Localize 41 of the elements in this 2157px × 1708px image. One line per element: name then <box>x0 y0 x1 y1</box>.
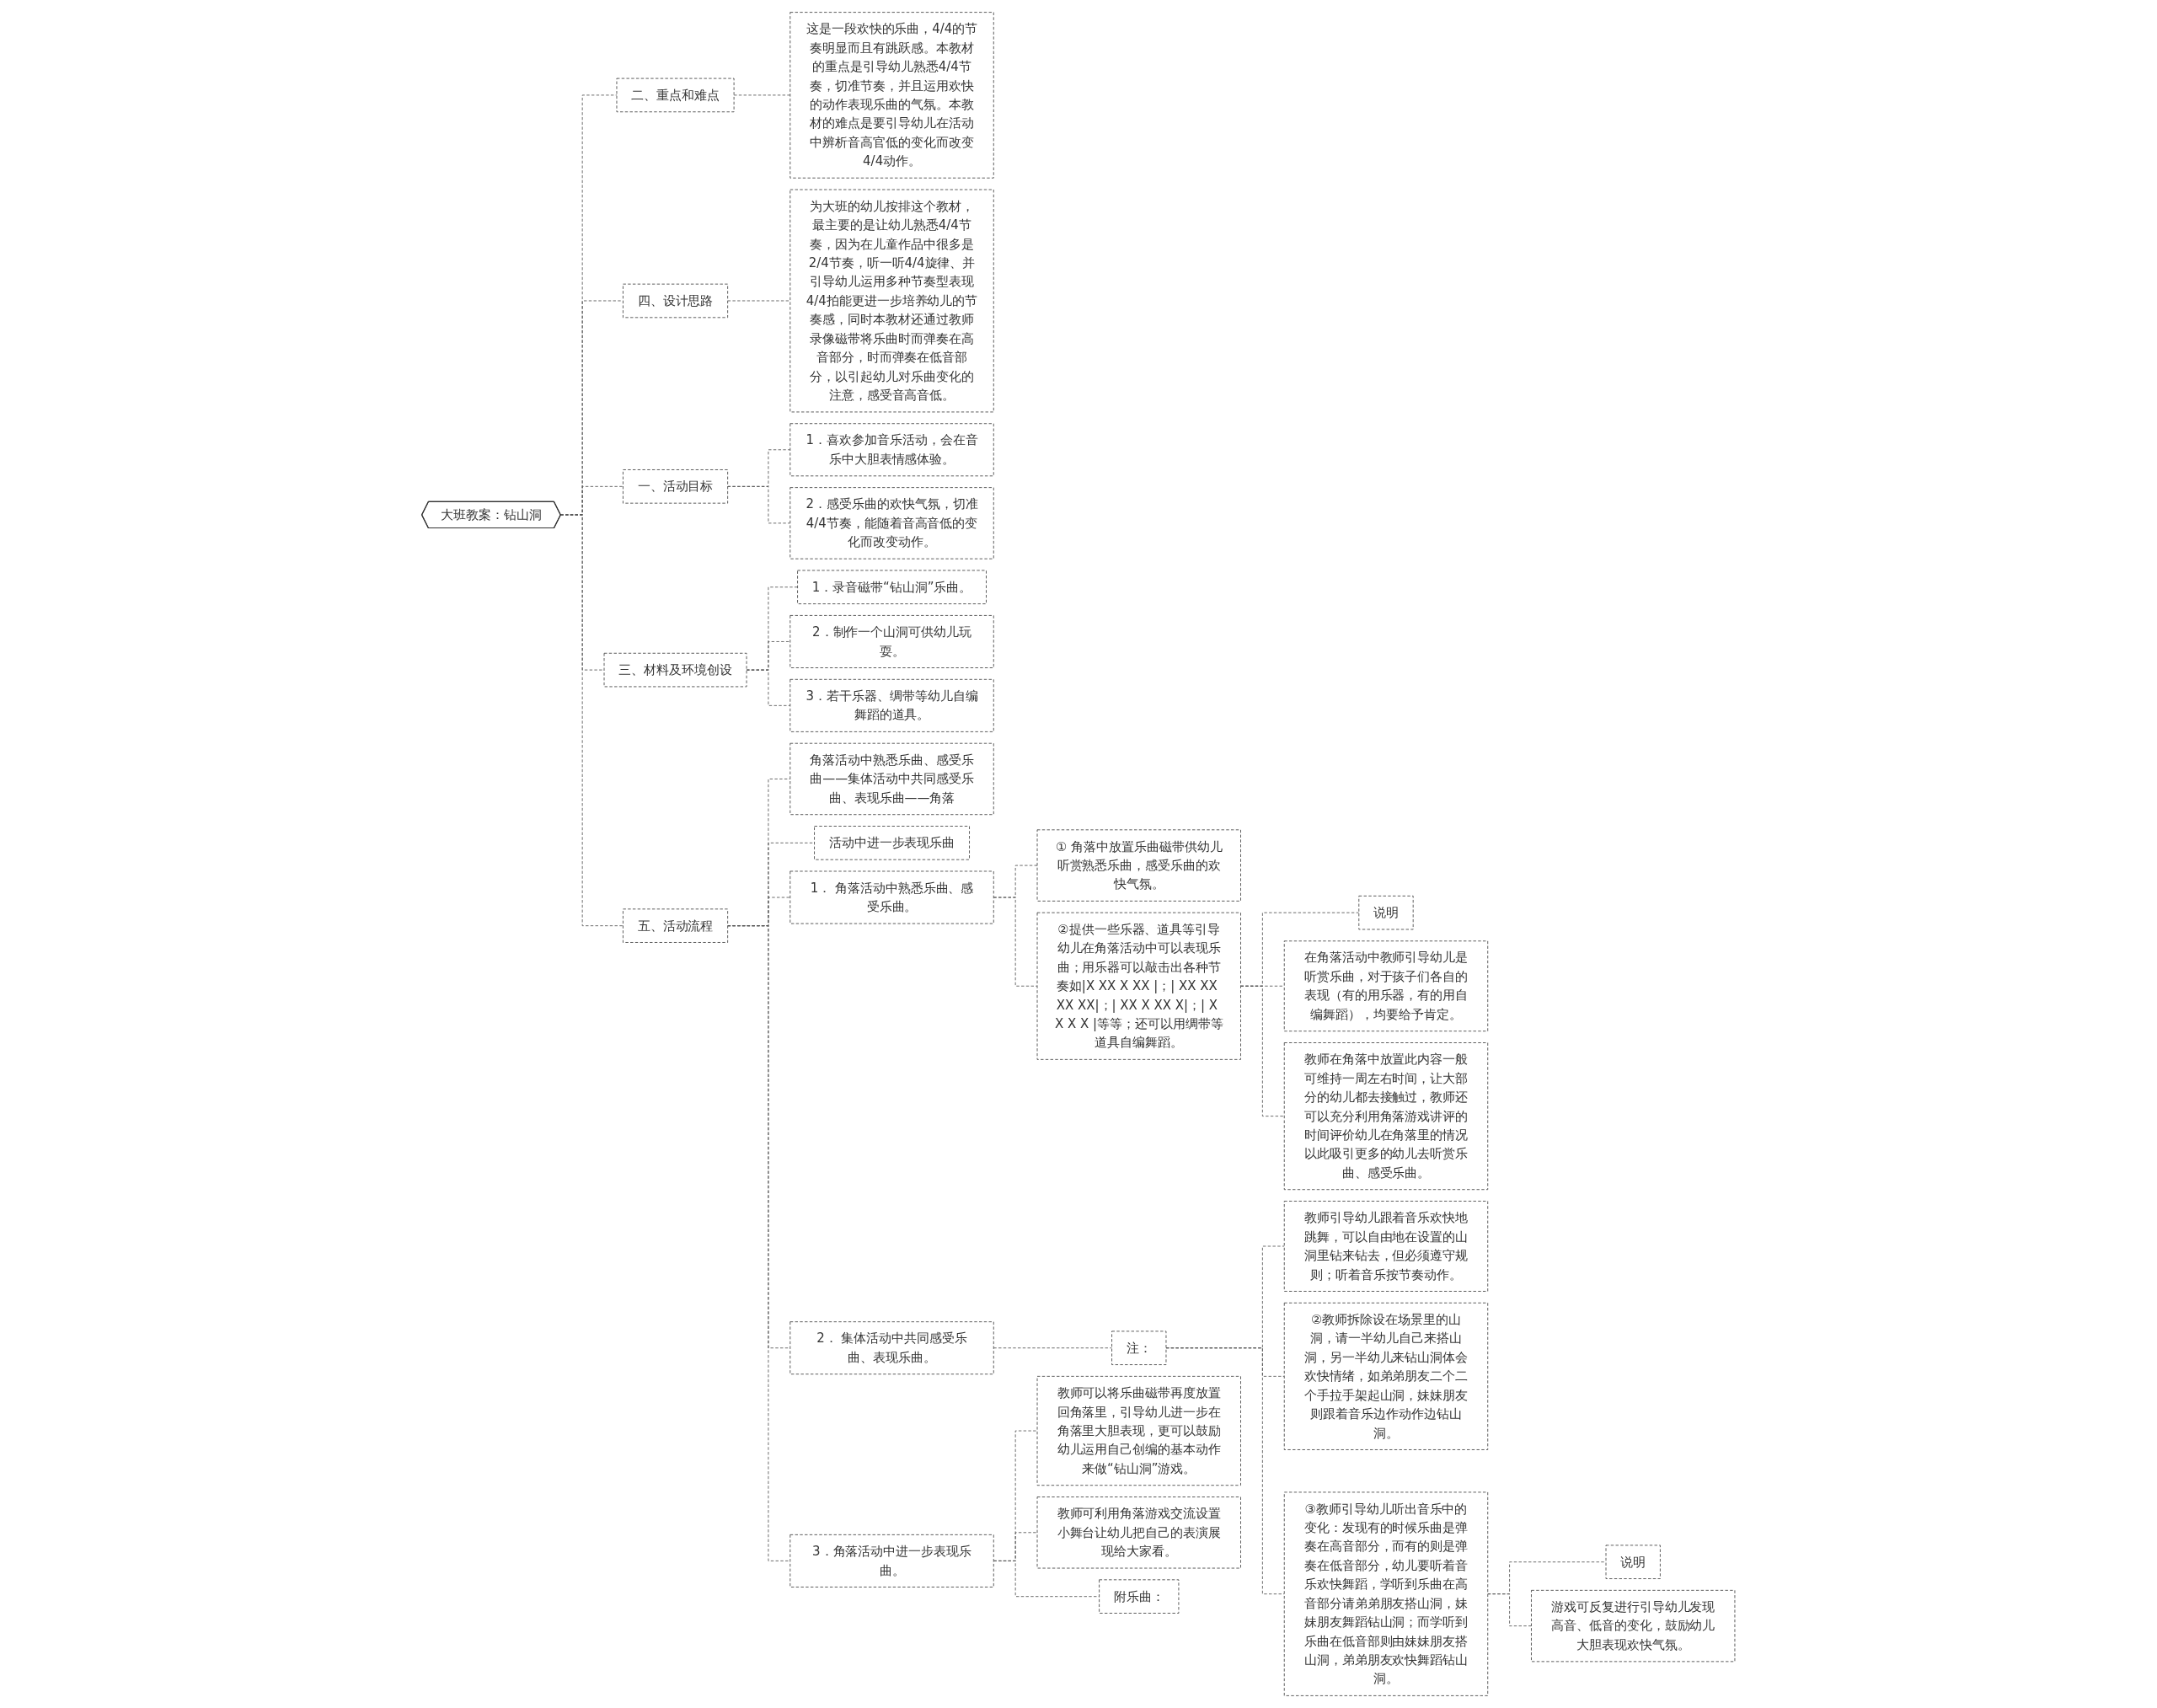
node-box: 游戏可反复进行引导幼儿发现高音、低音的变化，鼓励幼儿大胆表现欢快气氛。 <box>1531 1589 1736 1662</box>
node-box: 三、材料及环境创设 <box>603 652 747 688</box>
node-box: 教师可利用角落游戏交流设置小舞台让幼儿把自己的表演展现给大家看。 <box>1036 1497 1242 1569</box>
node-box: 这是一段欢快的乐曲，4/4的节奏明显而且有跳跃感。本教材的重点是引导幼儿熟悉4/4节奏，切准节奏，并且运用欢快的动作表现乐曲的气氛。本教材的难点是要引导幼儿在活动中辨析音高官低的变化而改变4/4动作。 <box>789 12 994 179</box>
connector <box>1165 1347 1285 1595</box>
node-box: 3．角落活动中进一步表现乐曲。 <box>789 1534 994 1588</box>
node-box: 五、活动流程 <box>623 908 729 943</box>
node-box: 二、重点和难点 <box>616 78 735 113</box>
node-box: 注： <box>1111 1331 1167 1365</box>
node-box: ②提供一些乐器、道具等引导幼儿在角落活动中可以表现乐曲；用乐器可以敲击出各种节奏如|X XX X XX |；| XX XX XX XX|；| XX X XX X|；| X X X X |等等；还可以用绸带等道具自编舞蹈。 <box>1036 912 1242 1060</box>
node-box: 教师在角落中放置此内容一般可维持一周左右时间，让大部分的幼儿都去接触过，教师还可以充分利用角落游戏讲评的时间评价幼儿在角落里的情况以此吸引更多的幼儿去听赏乐曲、感受乐曲。 <box>1284 1042 1489 1191</box>
node-box: 教师可以将乐曲磁带再度放置回角落里，引导幼儿进一步在角落里大胆表现，更可以鼓励幼儿运用自己创编的基本动作来做“钻山洞”游戏。 <box>1036 1375 1242 1486</box>
node-box: 说明 <box>1358 895 1414 930</box>
node-box: 1．喜欢参加音乐活动，会在音乐中大胆表情感体验。 <box>789 423 994 477</box>
node-box: 四、设计思路 <box>623 283 729 319</box>
connector <box>560 300 624 516</box>
connector <box>993 897 1038 987</box>
connector <box>727 925 791 1561</box>
node-box: 2．感受乐曲的欢快气氛，切准4/4节奏，能随着音高音低的变化而改变动作。 <box>789 487 994 560</box>
node-box: 3．若干乐器、绸带等幼儿自编舞蹈的道具。 <box>789 678 994 732</box>
connector <box>993 1347 1113 1349</box>
node-box: ③教师引导幼儿听出音乐中的变化：发现有的时候乐曲是弹奏在高音部分，而有的则是弹奏在低音部分，幼儿要听着音乐欢快舞蹈，学听到乐曲在高音部分请弟弟朋友搭山洞，妹妹朋友舞蹈钻山洞；而学听到乐曲在低音部则由妹妹朋友搭山洞，弟弟朋友欢快舞蹈钻山洞。 <box>1284 1491 1489 1696</box>
node-box: 活动中进一步表现乐曲 <box>814 826 971 860</box>
connector <box>1240 985 1285 1117</box>
node-box: 2． 集体活动中共同感受乐曲、表现乐曲。 <box>789 1321 994 1375</box>
node-box: 为大班的幼儿按排这个教材，最主要的是让幼儿熟悉4/4节奏，因为在儿童作品中很多是2/4节奏，听一听4/4旋律、并引导幼儿运用多种节奏型表现4/4拍能更进一步培养幼儿的节奏感，同时本教材还通过教师录像磁带将乐曲时而弹奏在高音部分，时而弹奏在低音部分，以引起幼儿对乐曲变化的注意，感受音高音低。 <box>789 189 994 413</box>
node-box: 角落活动中熟悉乐曲、感受乐曲——集体活动中共同感受乐曲、表现乐曲——角落 <box>789 742 994 816</box>
node-box: 1． 角落活动中熟悉乐曲、感受乐曲。 <box>789 870 994 924</box>
node-box: 教师引导幼儿跟着音乐欢快地跳舞，可以自由地在设置的山洞里钻来钻去，但必须遵守规则；听着音乐按节奏动作。 <box>1284 1201 1489 1292</box>
node-box: 一、活动目标 <box>623 469 729 504</box>
connector <box>733 94 791 96</box>
node-box: 在角落活动中教师引导幼儿是听赏乐曲，对于孩子们各自的表现（有的用乐器，有的用自编舞蹈），均要给予肯定。 <box>1284 940 1489 1032</box>
connector <box>746 669 791 706</box>
node-box: 附乐曲： <box>1099 1579 1180 1614</box>
node-box: 1．录音磁带“钻山洞”乐曲。 <box>797 570 988 605</box>
connector <box>727 300 791 302</box>
node-box: ②教师拆除设在场景里的山洞，请一半幼儿自己来搭山洞，另一半幼儿来钻山洞体会欢快情绪，如弟弟朋友二个二个手拉手架起山洞，妹妹朋友则跟着音乐边作动作边钻山洞。 <box>1284 1302 1489 1450</box>
node-box: 2．制作一个山洞可供幼儿玩耍。 <box>789 615 994 668</box>
connector <box>727 485 791 524</box>
node-box: 说明 <box>1605 1545 1662 1579</box>
node-box: ① 角落中放置乐曲磁带供幼儿听赏熟悉乐曲，感受乐曲的欢快气氛。 <box>1036 829 1242 902</box>
